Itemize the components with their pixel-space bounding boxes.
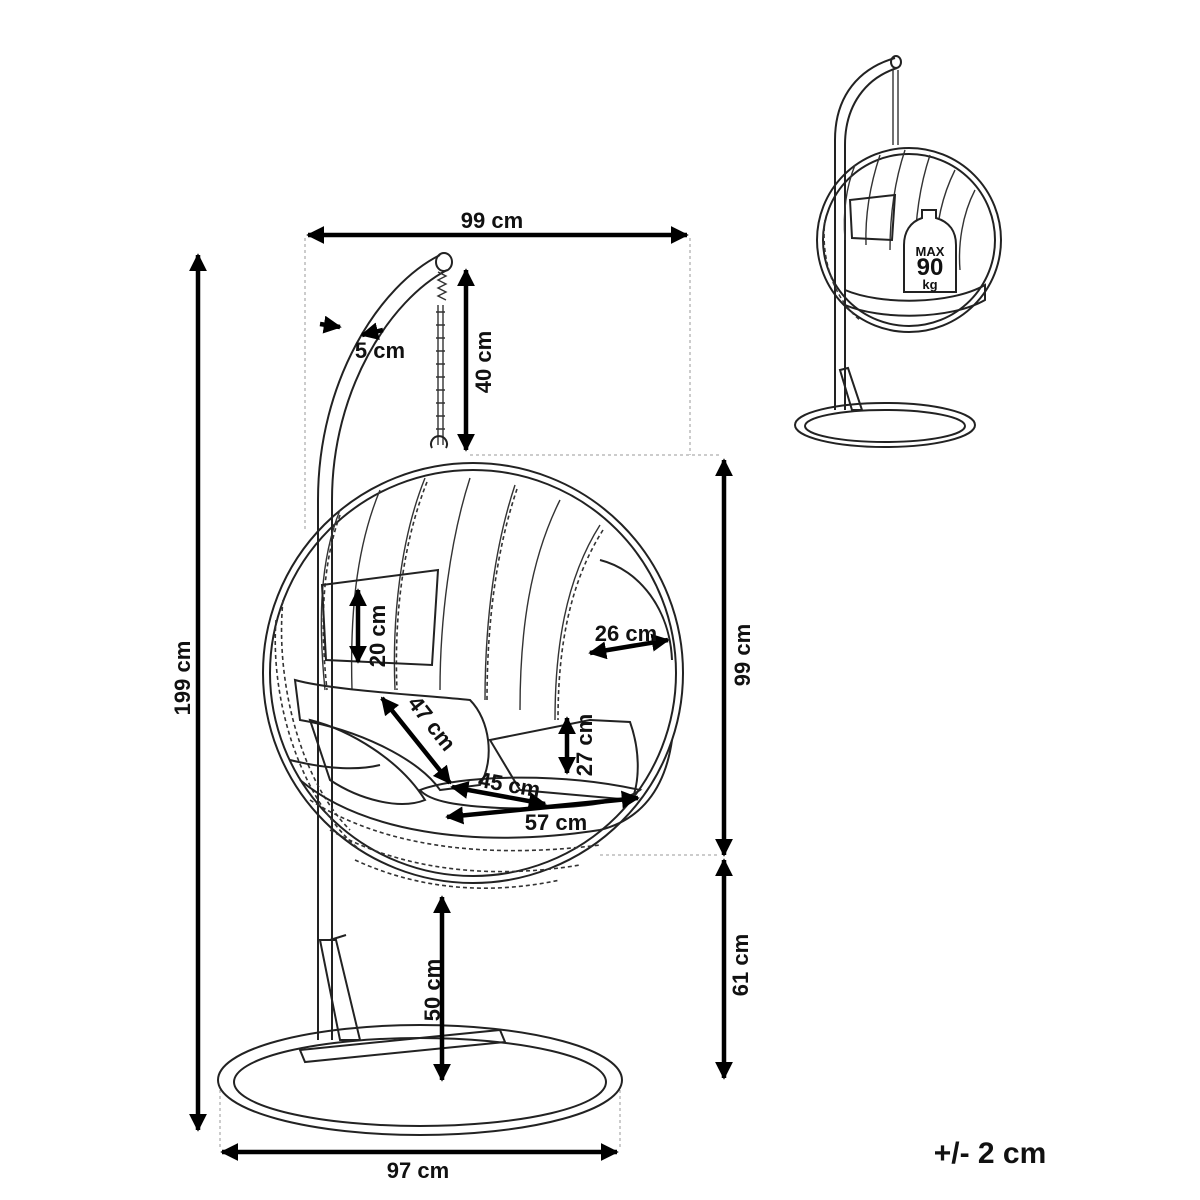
label-seat-clearance: 50 cm: [420, 959, 445, 1021]
preview-chair-drawing: MAX 90 kg: [794, 55, 1002, 448]
stand-frame: [317, 252, 453, 1041]
label-seat-diagonal: 47 cm: [403, 691, 461, 756]
label-opening-depth: 26 cm: [595, 621, 657, 646]
label-chain: 40 cm: [471, 331, 496, 393]
arrow-tube-right: [360, 322, 384, 341]
label-tube: 5 cm: [355, 338, 405, 363]
arrow-seat-diagonal: [380, 696, 452, 785]
arrow-opening-depth: [588, 633, 670, 660]
label-back-cushion: 20 cm: [365, 605, 390, 667]
label-seat-depth: 45 cm: [476, 767, 542, 802]
arrow-tube-left: [319, 315, 342, 334]
dimension-arrows: [189, 226, 733, 1161]
chain: [430, 271, 448, 449]
weight-max-value: 90: [917, 254, 944, 281]
weight-limit-badge: MAX 90 kg: [903, 209, 957, 293]
guide-lines: [219, 238, 720, 1150]
label-side-cushion: 27 cm: [572, 714, 597, 776]
label-base-to-sphere: 61 cm: [728, 934, 753, 996]
tolerance-note: +/- 2 cm: [934, 1137, 1047, 1170]
weight-max-unit: kg: [922, 277, 937, 292]
arrow-seat-width: [445, 790, 640, 825]
label-base-width: 97 cm: [387, 1158, 449, 1183]
main-chair-drawing: [217, 238, 720, 1150]
stand-base: [217, 1024, 623, 1136]
hanging-sphere: [262, 462, 684, 889]
label-seat-width: 57 cm: [525, 810, 587, 835]
dimension-labels: 99 cm 5 cm 40 cm 199 cm 20 cm 26 cm 99 c…: [170, 208, 1046, 1183]
weight-max-label: MAX: [916, 244, 945, 259]
label-sphere-height: 99 cm: [730, 624, 755, 686]
label-top-width: 99 cm: [461, 208, 523, 233]
label-total-height: 199 cm: [170, 641, 195, 716]
